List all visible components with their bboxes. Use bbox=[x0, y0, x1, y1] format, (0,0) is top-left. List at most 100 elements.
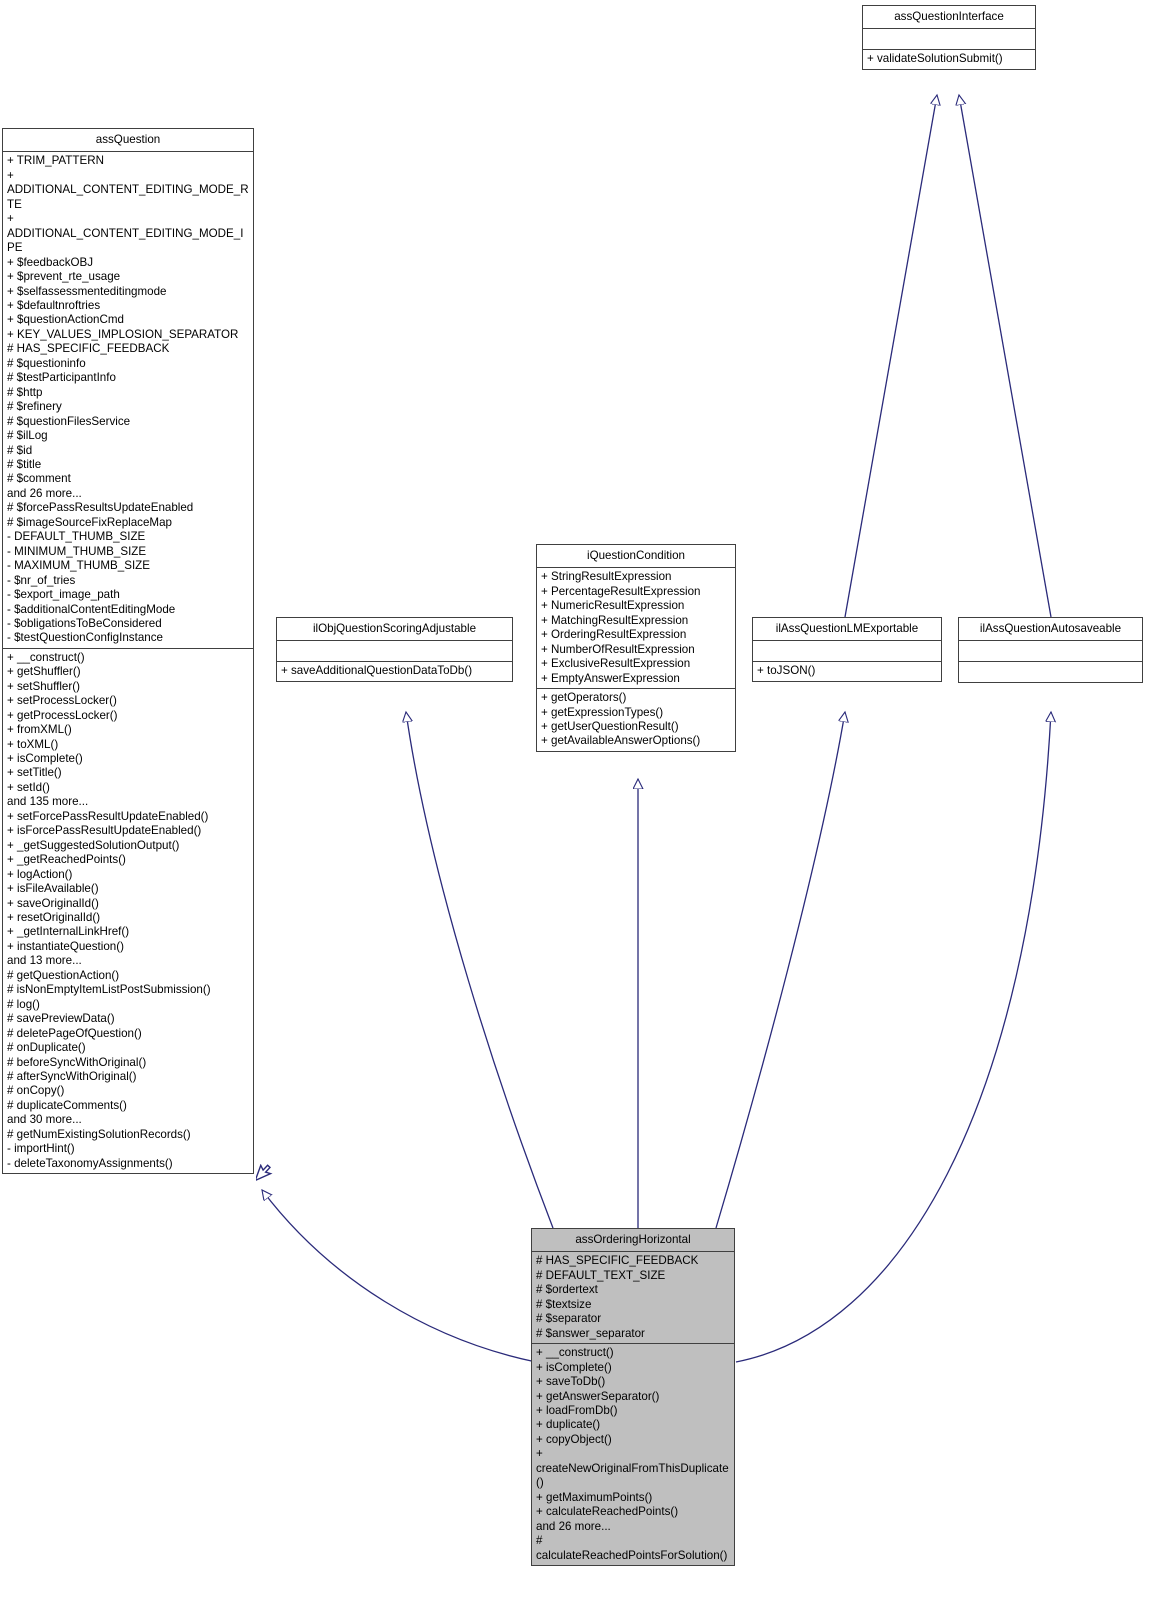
class-member: + setForcePassResultUpdateEnabled() bbox=[7, 809, 209, 823]
class-member: + PercentageResultExpression bbox=[541, 584, 701, 598]
class-member: + saveOriginalId() bbox=[7, 896, 99, 910]
class-box-ilobjquestionscoringadjustable[interactable]: ilObjQuestionScoringAdjustable + saveAdd… bbox=[276, 617, 513, 682]
class-box-assorderinghorizontal[interactable]: assOrderingHorizontal # HAS_SPECIFIC_FEE… bbox=[531, 1228, 735, 1566]
class-member: + getUserQuestionResult() bbox=[541, 719, 679, 733]
class-member: + __construct() bbox=[7, 650, 85, 664]
class-member: + EmptyAnswerExpression bbox=[541, 671, 680, 685]
class-member: + __construct() bbox=[536, 1346, 614, 1360]
class-member: + TRIM_PATTERN bbox=[7, 154, 104, 168]
class-member: and 30 more... bbox=[7, 1113, 82, 1127]
class-methods-iquestioncondition: + getOperators()+ getExpressionTypes()+ … bbox=[537, 689, 735, 751]
class-member: # getQuestionAction() bbox=[7, 968, 120, 982]
class-member: + NumberOfResultExpression bbox=[541, 642, 695, 656]
class-member: # log() bbox=[7, 997, 40, 1011]
class-member: # $separator bbox=[536, 1312, 602, 1326]
class-attributes-assquestioninterface bbox=[863, 29, 1035, 51]
class-member: - $export_image_path bbox=[7, 588, 120, 602]
class-member: + setShuffler() bbox=[7, 679, 80, 693]
class-member: - $testQuestionConfigInstance bbox=[7, 631, 163, 645]
class-member: - $nr_of_tries bbox=[7, 573, 76, 587]
class-member: # deletePageOfQuestion() bbox=[7, 1026, 142, 1040]
class-member: + NumericResultExpression bbox=[541, 599, 685, 613]
class-box-ilassquestionlmexportable[interactable]: ilAssQuestionLMExportable + toJSON() bbox=[752, 617, 942, 682]
class-member: - importHint() bbox=[7, 1142, 75, 1156]
class-member: + $defaultnroftries bbox=[7, 298, 101, 312]
class-member: - deleteTaxonomyAssignments() bbox=[7, 1156, 173, 1170]
class-member: + getOperators() bbox=[541, 691, 627, 705]
class-member: + getAvailableAnswerOptions() bbox=[541, 734, 701, 748]
class-member: + isFileAvailable() bbox=[7, 882, 99, 896]
class-member: + $questionActionCmd bbox=[7, 313, 124, 327]
class-methods-assorderinghorizontal: + __construct()+ isComplete()+ saveToDb(… bbox=[532, 1344, 734, 1565]
class-member: # calculateReachedPointsForSolution() bbox=[536, 1534, 728, 1562]
class-member: + $prevent_rte_usage bbox=[7, 270, 121, 284]
class-member: + validateSolutionSubmit() bbox=[867, 52, 1003, 66]
edge-assorderinghorizontal-ilobjquestionscoringadjustable bbox=[406, 712, 554, 1229]
class-member: # $refinery bbox=[7, 400, 62, 414]
class-member: + loadFromDb() bbox=[536, 1403, 618, 1417]
class-member: + isForcePassResultUpdateEnabled() bbox=[7, 824, 202, 838]
class-member: # $comment bbox=[7, 472, 71, 486]
class-member: + getProcessLocker() bbox=[7, 708, 118, 722]
class-title-assquestioninterface: assQuestionInterface bbox=[863, 6, 1035, 30]
class-member: + copyObject() bbox=[536, 1432, 612, 1446]
class-member: + OrderingResultExpression bbox=[541, 628, 687, 642]
class-member: # $id bbox=[7, 443, 33, 457]
edge-ilassquestionautosaveable-assquestioninterface bbox=[959, 95, 1052, 618]
class-member: + ADDITIONAL_CONTENT_EDITING_MODE_RTE bbox=[7, 168, 249, 211]
class-box-ilassquestionautosaveable[interactable]: ilAssQuestionAutosaveable bbox=[958, 617, 1143, 684]
class-member: + toJSON() bbox=[757, 664, 816, 678]
class-member: + resetOriginalId() bbox=[7, 911, 101, 925]
class-member: + _getInternalLinkHref() bbox=[7, 925, 130, 939]
class-member: and 26 more... bbox=[7, 486, 82, 500]
class-member: + getMaximumPoints() bbox=[536, 1490, 653, 1504]
class-title-ilassquestionautosaveable: ilAssQuestionAutosaveable bbox=[959, 618, 1142, 642]
class-member: # savePreviewData() bbox=[7, 1012, 115, 1026]
edge-ilassquestionlmexportable-assquestioninterface bbox=[844, 95, 937, 618]
class-title-iquestioncondition: iQuestionCondition bbox=[537, 545, 735, 569]
class-attributes-assquestion: + TRIM_PATTERN+ ADDITIONAL_CONTENT_EDITI… bbox=[3, 152, 253, 649]
class-member: + KEY_VALUES_IMPLOSION_SEPARATOR bbox=[7, 327, 239, 341]
class-member: + MatchingResultExpression bbox=[541, 613, 689, 627]
class-member: - MAXIMUM_THUMB_SIZE bbox=[7, 559, 150, 573]
class-member: + _getSuggestedSolutionOutput() bbox=[7, 838, 180, 852]
class-attributes-iquestioncondition: + StringResultExpression+ PercentageResu… bbox=[537, 568, 735, 690]
class-title-ilassquestionlmexportable: ilAssQuestionLMExportable bbox=[753, 618, 941, 642]
class-member: + _getReachedPoints() bbox=[7, 853, 126, 867]
class-box-assquestion[interactable]: assQuestion + TRIM_PATTERN+ ADDITIONAL_C… bbox=[2, 128, 254, 1175]
class-member: # DEFAULT_TEXT_SIZE bbox=[536, 1268, 666, 1282]
class-member: + duplicate() bbox=[536, 1418, 601, 1432]
class-attributes-ilassquestionautosaveable bbox=[959, 641, 1142, 663]
class-member: # isNonEmptyItemListPostSubmission() bbox=[7, 983, 211, 997]
class-member: # HAS_SPECIFIC_FEEDBACK bbox=[536, 1254, 699, 1268]
class-attributes-ilassquestionlmexportable bbox=[753, 641, 941, 663]
class-member: + instantiateQuestion() bbox=[7, 939, 124, 953]
class-box-assquestioninterface[interactable]: assQuestionInterface + validateSolutionS… bbox=[862, 5, 1036, 70]
class-member: + fromXML() bbox=[7, 723, 72, 737]
class-member: + createNewOriginalFromThisDuplicate() bbox=[536, 1447, 729, 1490]
class-attributes-assorderinghorizontal: # HAS_SPECIFIC_FEEDBACK# DEFAULT_TEXT_SI… bbox=[532, 1252, 734, 1345]
class-methods-ilassquestionlmexportable: + toJSON() bbox=[753, 662, 941, 680]
class-title-ilobjquestionscoringadjustable: ilObjQuestionScoringAdjustable bbox=[277, 618, 512, 642]
class-member: + isComplete() bbox=[536, 1360, 612, 1374]
edge-assorderinghorizontal-ilassquestionautosaveable bbox=[735, 712, 1051, 1363]
class-member: + saveAdditionalQuestionDataToDb() bbox=[281, 664, 473, 678]
class-member: # $ordertext bbox=[536, 1283, 598, 1297]
class-member: # beforeSyncWithOriginal() bbox=[7, 1055, 147, 1069]
class-member: + isComplete() bbox=[7, 752, 83, 766]
class-member: # getNumExistingSolutionRecords() bbox=[7, 1127, 191, 1141]
class-member: + StringResultExpression bbox=[541, 570, 672, 584]
edge-assorderinghorizontal-ilassquestionlmexportable bbox=[715, 712, 845, 1229]
class-member: + setTitle() bbox=[7, 766, 62, 780]
class-member: # HAS_SPECIFIC_FEEDBACK bbox=[7, 342, 170, 356]
class-member: # duplicateComments() bbox=[7, 1098, 127, 1112]
class-member: - DEFAULT_THUMB_SIZE bbox=[7, 530, 146, 544]
class-member: # onCopy() bbox=[7, 1084, 65, 1098]
class-member: and 13 more... bbox=[7, 954, 82, 968]
class-member: and 135 more... bbox=[7, 795, 89, 809]
class-member: + ADDITIONAL_CONTENT_EDITING_MODE_IPE bbox=[7, 212, 244, 255]
class-member: # onDuplicate() bbox=[7, 1041, 86, 1055]
class-member: + ExclusiveResultExpression bbox=[541, 657, 691, 671]
class-member: + saveToDb() bbox=[536, 1375, 606, 1389]
class-box-iquestioncondition[interactable]: iQuestionCondition + StringResultExpress… bbox=[536, 544, 736, 752]
